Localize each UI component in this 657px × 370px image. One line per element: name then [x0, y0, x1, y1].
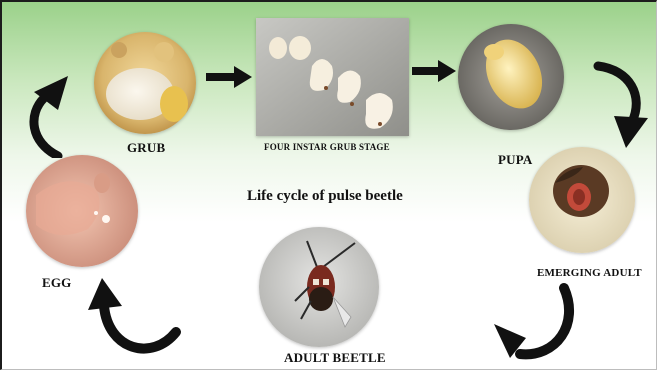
diagram-title: Life cycle of pulse beetle	[247, 188, 403, 205]
curved-arrow-icon	[588, 60, 652, 150]
adult-beetle-label: ADULT BEETLE	[284, 350, 386, 366]
emerging-adult-label: EMERGING ADULT	[537, 267, 642, 279]
right-arrow-icon	[206, 66, 252, 88]
grub-label: GRUB	[127, 140, 165, 156]
four-instar-photo	[256, 18, 409, 136]
pupa-photo	[458, 24, 564, 130]
emerging-adult-photo	[529, 147, 635, 253]
grub-photo	[94, 32, 196, 134]
egg-photo	[26, 155, 138, 267]
curved-arrow-icon	[24, 70, 94, 158]
curved-arrow-icon	[86, 276, 182, 360]
egg-label: EGG	[42, 275, 72, 291]
adult-beetle-photo	[259, 227, 379, 347]
pupa-label: PUPA	[498, 152, 533, 168]
curved-arrow-icon	[490, 282, 582, 366]
right-arrow-icon	[412, 60, 456, 82]
four-instar-label: FOUR INSTAR GRUB STAGE	[264, 142, 390, 152]
